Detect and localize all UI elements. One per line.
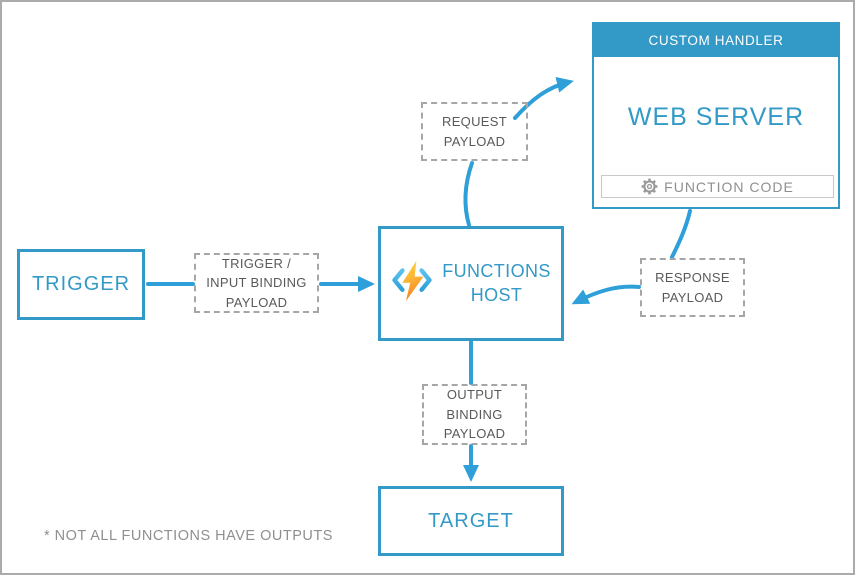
response-payload-line1: RESPONSE (655, 270, 730, 285)
request-payload-line2: PAYLOAD (443, 133, 506, 149)
gear-icon (641, 178, 658, 195)
input-payload-line1: TRIGGER / (221, 255, 292, 271)
web-server-label: WEB SERVER (627, 102, 805, 131)
output-binding-payload-box: OUTPUT BINDING PAYLOAD (422, 384, 527, 445)
input-payload-line2: INPUT BINDING (206, 275, 307, 291)
trigger-input-binding-payload-box: TRIGGER / INPUT BINDING PAYLOAD (194, 253, 319, 313)
web-server-area: WEB SERVER (594, 57, 838, 207)
response-payload-box: RESPONSE PAYLOAD (640, 258, 745, 317)
output-payload-line2: BINDING (446, 406, 503, 422)
target-box: TARGET (378, 486, 564, 556)
functions-host-label-line2: HOST (470, 284, 523, 305)
trigger-box: TRIGGER (17, 249, 145, 320)
custom-handler-box: CUSTOM HANDLER WEB SERVER (592, 22, 840, 209)
custom-handler-header: CUSTOM HANDLER (594, 24, 838, 57)
line-web-server-to-response-payload (670, 209, 692, 259)
arrow-response-payload-to-functions-host (571, 284, 641, 305)
functions-host-label: FUNCTIONS HOST (442, 260, 551, 307)
input-payload-line3: PAYLOAD (225, 294, 288, 310)
function-code-bar: FUNCTION CODE (601, 175, 834, 198)
custom-handler-header-label: CUSTOM HANDLER (648, 33, 784, 48)
output-payload-line3: PAYLOAD (443, 426, 506, 442)
line-functions-host-to-request-payload (463, 161, 474, 227)
request-payload-line1: REQUEST (442, 114, 507, 129)
request-payload-box: REQUEST PAYLOAD (421, 102, 528, 161)
target-label: TARGET (428, 509, 514, 532)
trigger-label: TRIGGER (31, 273, 131, 295)
output-payload-line1: OUTPUT (446, 387, 503, 403)
response-payload-line2: PAYLOAD (661, 289, 724, 305)
function-code-label: FUNCTION CODE (664, 178, 794, 195)
functions-host-box: FUNCTIONS HOST (378, 226, 564, 341)
footnote-text: * NOT ALL FUNCTIONS HAVE OUTPUTS (44, 528, 333, 544)
functions-host-label-line1: FUNCTIONS (442, 261, 551, 282)
azure-functions-bolt-icon (391, 260, 433, 308)
